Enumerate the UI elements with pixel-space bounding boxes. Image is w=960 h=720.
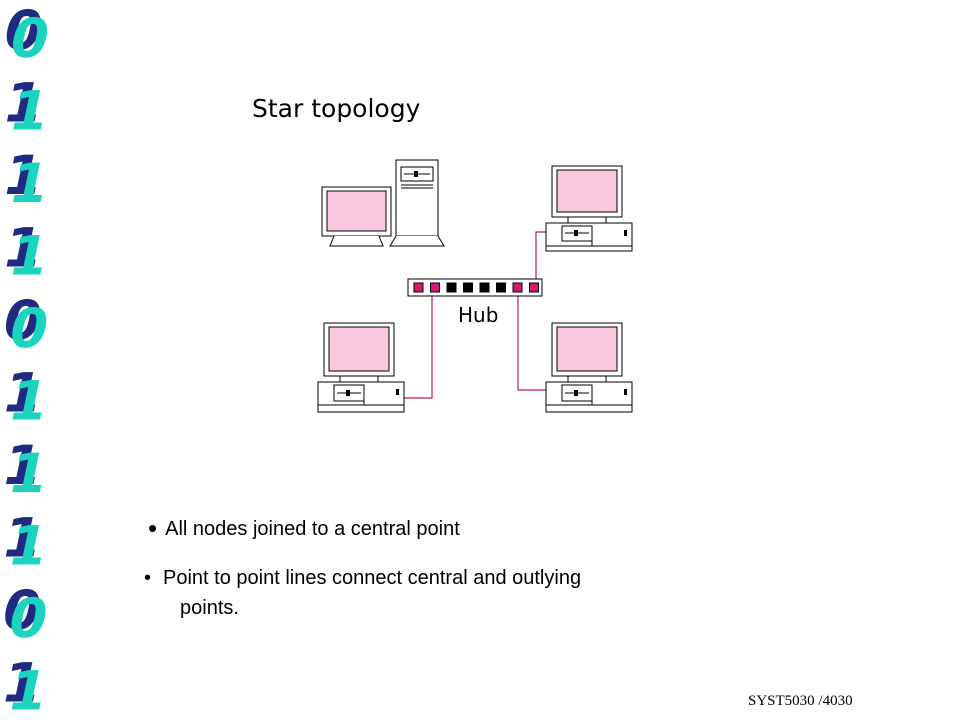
desktop-computer-bottom-left-icon bbox=[317, 322, 405, 413]
binary-digit-0: 00 bbox=[0, 0, 55, 70]
desktop-computer-bottom-right-icon bbox=[545, 322, 633, 413]
hub-port bbox=[413, 282, 424, 293]
binary-digit-8: 00 bbox=[0, 579, 54, 650]
bullet-item-2: • Point to point lines connect central an… bbox=[144, 563, 581, 623]
binary-digit-1: 11 bbox=[0, 71, 55, 142]
bullet-text: Point to point lines connect central and… bbox=[163, 567, 582, 589]
binary-digit-7: 11 bbox=[0, 506, 54, 577]
bullet-dot: • bbox=[148, 513, 158, 543]
binary-digit-3: 11 bbox=[0, 216, 55, 287]
desktop-computer-top-right-icon bbox=[545, 165, 633, 252]
hub-port bbox=[479, 282, 490, 293]
hub-port bbox=[496, 282, 506, 293]
bullet-dot: • bbox=[144, 567, 152, 589]
bullet-text-continuation: points. bbox=[180, 597, 239, 619]
star-topology-diagram bbox=[317, 159, 633, 413]
hub-port bbox=[512, 282, 523, 293]
hub-port bbox=[463, 282, 473, 293]
hub-port bbox=[529, 282, 539, 293]
hub-icon bbox=[407, 278, 543, 297]
link-line-bottom-left bbox=[402, 292, 433, 399]
binary-digit-6: 11 bbox=[0, 434, 54, 505]
footer-course-code: SYST5030 /4030 bbox=[748, 693, 853, 709]
binary-digit-4: 00 bbox=[0, 289, 55, 360]
binary-digit-9: 11 bbox=[0, 651, 54, 720]
slide-title: Star topology bbox=[252, 94, 421, 123]
hub-port bbox=[446, 282, 457, 293]
bullet-text: All nodes joined to a central point bbox=[165, 518, 460, 540]
hub-port bbox=[430, 282, 440, 293]
binary-digit-2: 11 bbox=[0, 144, 55, 215]
bullet-item-1: • All nodes joined to a central point bbox=[148, 511, 460, 543]
binary-digit-5: 11 bbox=[0, 361, 54, 432]
link-line-bottom-right bbox=[517, 292, 546, 391]
workstation-tower-icon bbox=[321, 159, 445, 247]
hub-label: Hub bbox=[458, 303, 499, 327]
